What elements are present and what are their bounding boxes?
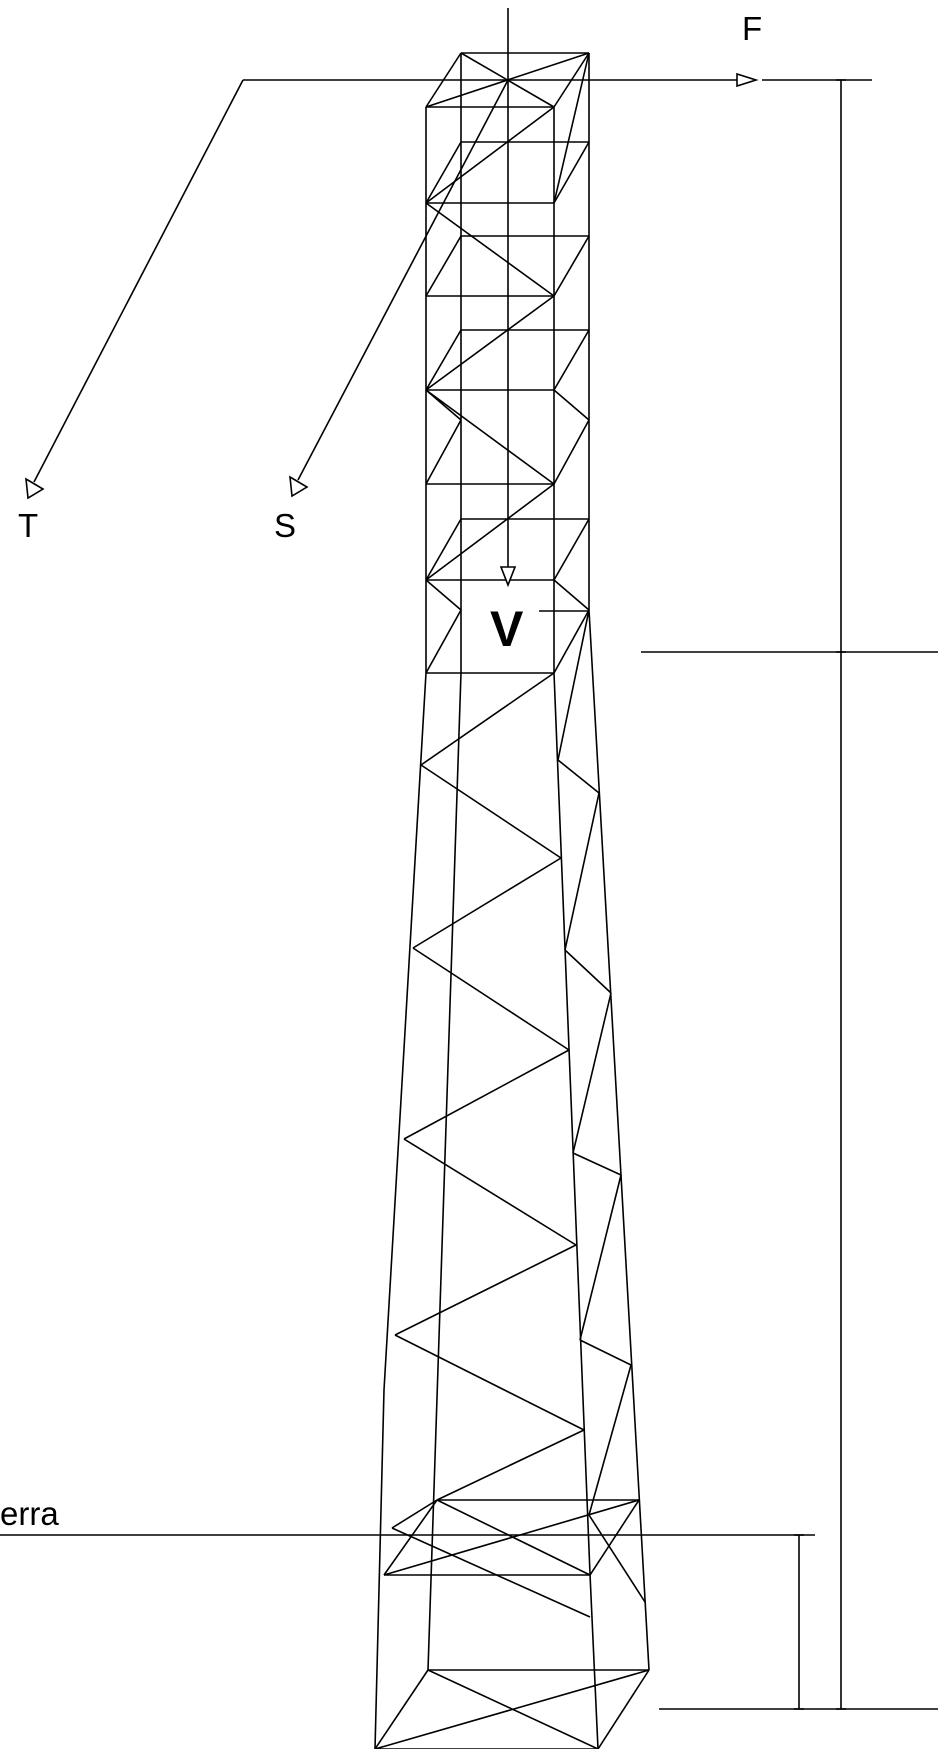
arrow-s-shaft (297, 79, 509, 481)
label-v: V (490, 601, 524, 657)
arrow-v-head (499, 566, 517, 588)
tower-bracing (374, 52, 650, 1749)
arrow-t-head (25, 477, 45, 500)
dimension-ticks (794, 79, 846, 1710)
load-arrows (25, 8, 759, 588)
label-t: T (18, 507, 38, 544)
label-f: F (742, 10, 762, 47)
dimension-lines (0, 79, 938, 1710)
arrow-f-head (736, 72, 759, 88)
leg-back-right (588, 53, 650, 1671)
label-s: S (274, 507, 296, 544)
tower-legs (374, 53, 650, 1749)
arrow-t-shaft (33, 79, 244, 483)
leg-front-left (374, 107, 427, 1749)
label-ground: erra (0, 1495, 59, 1532)
tower-horizontals (375, 52, 649, 1749)
arrow-s-head (289, 475, 309, 498)
